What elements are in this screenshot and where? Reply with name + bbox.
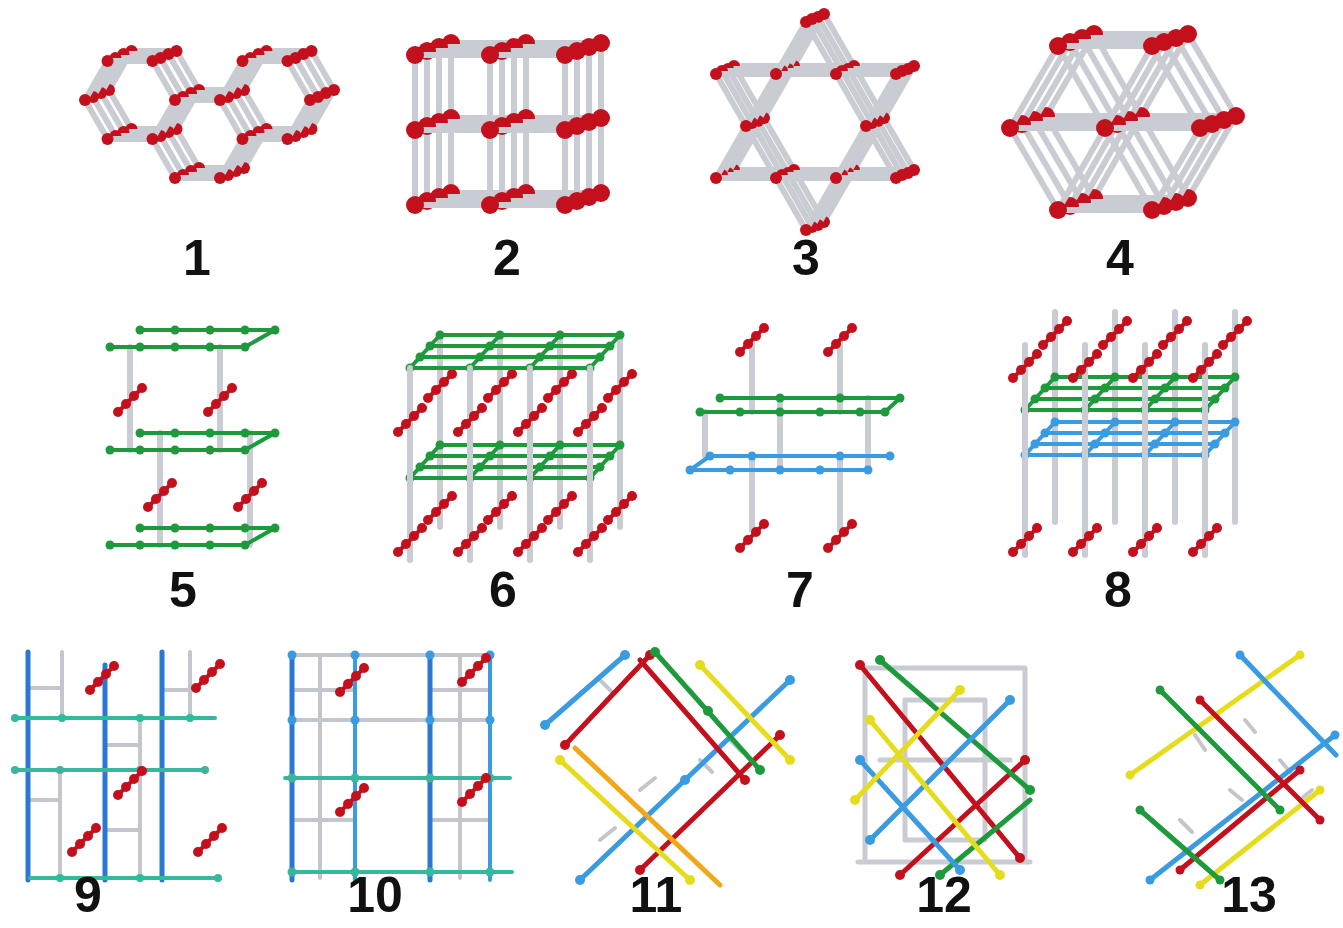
square-grid-net bbox=[406, 34, 610, 214]
figure-number: 6 bbox=[489, 565, 517, 615]
mixed-rod-net bbox=[285, 651, 512, 881]
interpenetrated-cage-net bbox=[850, 655, 1035, 880]
figure-number: 5 bbox=[169, 565, 197, 615]
figure-number: 3 bbox=[792, 233, 820, 283]
layered-net bbox=[106, 326, 280, 550]
figure-number: 12 bbox=[916, 870, 972, 920]
pillared-layer-net bbox=[393, 331, 637, 561]
triangular-net bbox=[1001, 25, 1245, 219]
double-layer-net bbox=[686, 323, 905, 553]
figure-number: 2 bbox=[493, 233, 521, 283]
mixed-rod-net bbox=[11, 652, 227, 882]
interpenetrated-rod-net bbox=[1126, 651, 1340, 890]
interpenetrated-rod-net bbox=[540, 647, 795, 885]
figure-number: 10 bbox=[347, 870, 403, 920]
pillared-bilayer-net bbox=[1008, 312, 1252, 557]
figure-number: 1 bbox=[183, 233, 211, 283]
figure-number: 4 bbox=[1106, 233, 1134, 283]
figure-number: 11 bbox=[630, 870, 683, 920]
figure-number: 7 bbox=[786, 565, 814, 615]
figure-number: 9 bbox=[74, 870, 102, 920]
honeycomb-net bbox=[79, 45, 340, 184]
kagome-net bbox=[710, 8, 920, 236]
figure-number: 8 bbox=[1104, 565, 1132, 615]
figure-number: 13 bbox=[1221, 870, 1277, 920]
